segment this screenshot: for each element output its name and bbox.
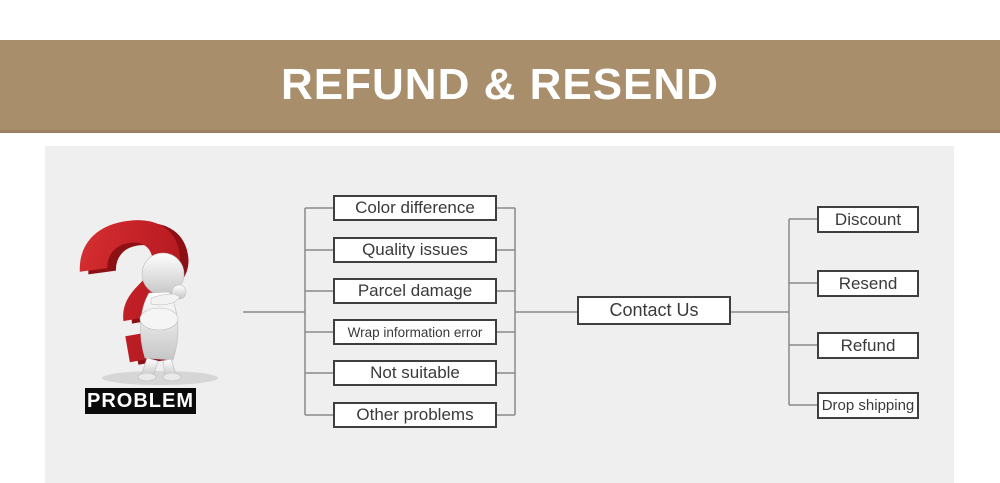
question-mark-figure: ? ? xyxy=(56,198,224,398)
thinking-person-icon xyxy=(137,252,187,382)
solution-box-resend: Resend xyxy=(817,270,919,297)
figure-shadow xyxy=(102,371,218,385)
header-banner: REFUND & RESEND xyxy=(0,40,1000,133)
solution-box-discount: Discount xyxy=(817,206,919,233)
flowchart-panel xyxy=(45,146,954,483)
question-mark-icon: ? ? xyxy=(56,198,224,398)
problem-box-not-suitable: Not suitable xyxy=(333,360,497,386)
problem-label: PROBLEM xyxy=(85,388,196,414)
solution-box-drop-shipping: Drop shipping xyxy=(817,392,919,419)
problem-box-wrap-information-error: Wrap information error xyxy=(333,319,497,345)
solution-box-refund: Refund xyxy=(817,332,919,359)
problem-box-quality-issues: Quality issues xyxy=(333,237,497,263)
problem-box-other-problems: Other problems xyxy=(333,402,497,428)
page-title: REFUND & RESEND xyxy=(281,60,719,109)
problem-box-color-difference: Color difference xyxy=(333,195,497,221)
problem-box-parcel-damage: Parcel damage xyxy=(333,278,497,304)
hub-box-contact-us: Contact Us xyxy=(577,296,731,325)
